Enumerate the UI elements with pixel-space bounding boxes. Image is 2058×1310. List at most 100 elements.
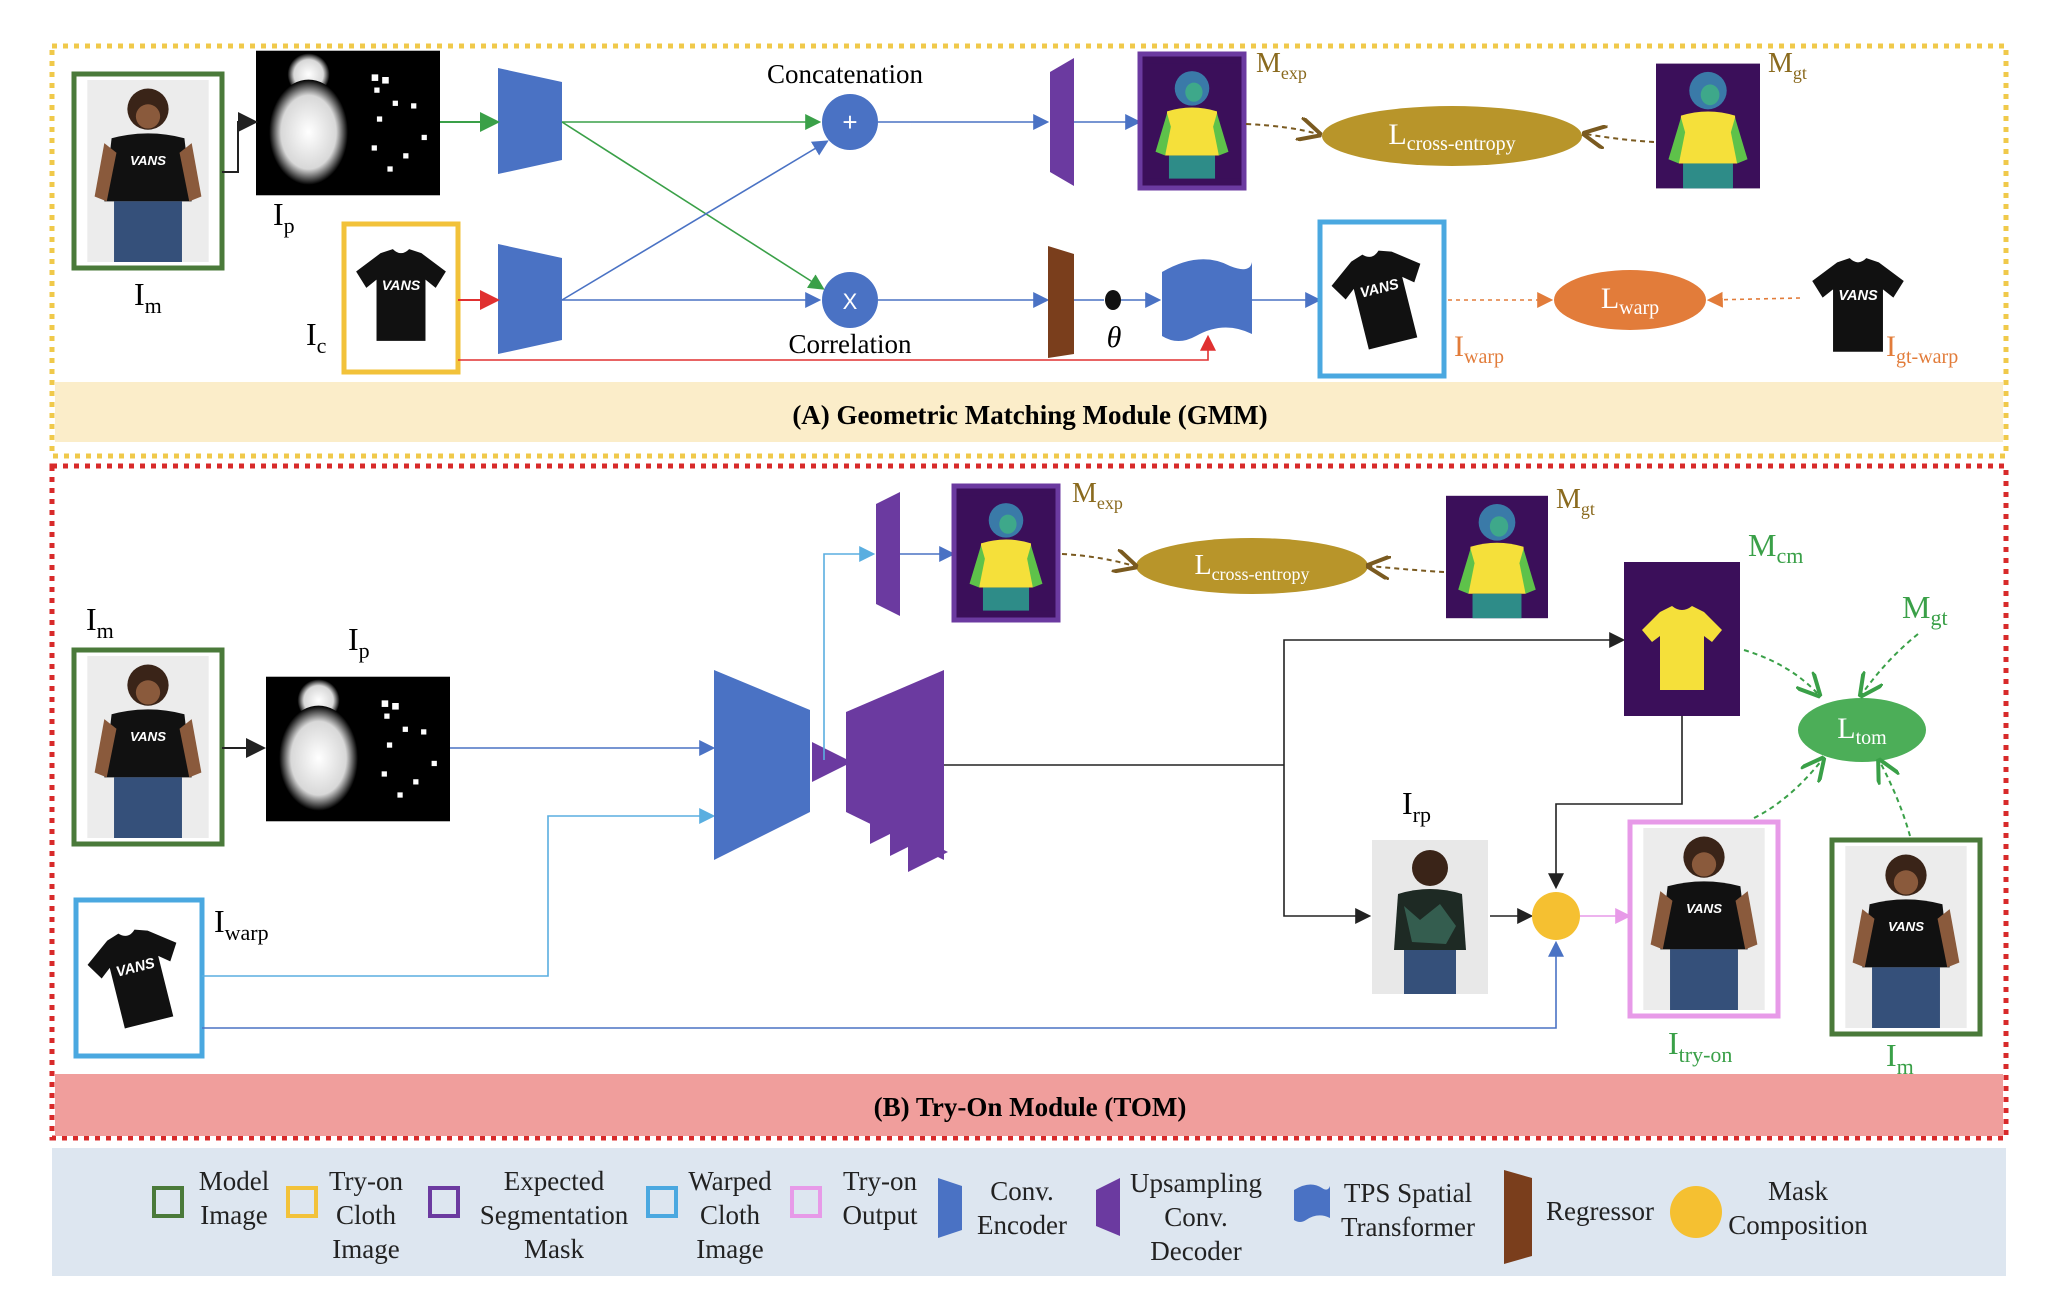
- tom-arrow-mcm-to-ltom: [1743, 649, 1818, 694]
- legend-regressor-label: Regressor: [1546, 1196, 1654, 1226]
- tom-irp-pattern: [1404, 904, 1456, 944]
- tom-mexp-mask: [958, 495, 1054, 611]
- gmm-lce-label: Lcross-entropy: [1388, 118, 1515, 155]
- tom-im-label: Im: [86, 601, 114, 643]
- legend-tps-swatch: [1294, 1184, 1330, 1222]
- legend-encoder-swatch: [938, 1178, 962, 1238]
- tom-ip-label: Ip: [348, 621, 370, 663]
- tom-arrow-tryon-to-ltom: [1753, 760, 1822, 819]
- tom-im2-image: [1845, 846, 1967, 1028]
- tom-irp-jeans: [1404, 950, 1456, 994]
- tom-mgt-mask: [1446, 495, 1548, 619]
- tom-mgt2-label: Mgt: [1902, 589, 1948, 630]
- tom-tryon-image: [1643, 828, 1765, 1010]
- tom-arrow-mexp-to-lce: [1061, 554, 1134, 566]
- gmm-concat-label: Concatenation: [767, 59, 923, 89]
- gmm-encoder-bottom: [498, 244, 562, 354]
- gmm-pose-map: [256, 50, 440, 196]
- tom-decoder: [846, 670, 944, 860]
- gmm-corr-node: [822, 272, 878, 328]
- legend-decoder-swatch: [1096, 1178, 1120, 1236]
- legend-encoder-label: Conv.Encoder: [977, 1176, 1067, 1240]
- tom-arrow-decoder-to-irp: [1283, 765, 1372, 924]
- tom-encoder: [714, 670, 810, 860]
- tom-im2-label: Im: [1886, 1037, 1914, 1079]
- gmm-model-image: [87, 80, 209, 262]
- gmm-border: [49, 43, 2009, 459]
- gmm-arrow-igtwarp-to-lwarp: [1706, 291, 1801, 308]
- gmm-arrow-bottom-to-concat: [561, 140, 829, 301]
- gmm-encoder-top: [498, 68, 562, 174]
- tom-mcm-label: Mcm: [1748, 527, 1803, 568]
- gmm-title-band: [55, 382, 2003, 442]
- gmm-concat-node: [822, 94, 878, 150]
- tom-mexp-label: Mexp: [1072, 478, 1123, 513]
- gmm-mgt-mask: [1656, 63, 1760, 189]
- gmm-theta-node: [1105, 290, 1121, 310]
- legend-model-swatch: [152, 1186, 184, 1218]
- tom-lce-label: Lcross-entropy: [1194, 550, 1309, 584]
- gmm-theta-label: θ: [1107, 321, 1122, 354]
- gmm-ip-label: Ip: [273, 196, 295, 238]
- legend-mask-comp-swatch: [1670, 1186, 1722, 1238]
- gmm-corr-symbol: X: [843, 289, 858, 314]
- tom-arrow-mcm-to-mask-comp: [1548, 716, 1683, 890]
- tom-seg-decoder: [876, 492, 900, 616]
- gmm-regressor: [1048, 246, 1074, 358]
- tom-arrow-iwarp-to-mask-comp: [202, 940, 1564, 1029]
- tom-border: [49, 463, 2009, 1141]
- tom-arrow-im-to-ltom: [1880, 762, 1911, 837]
- gmm-arrow-mgt-to-lce: [1586, 134, 1655, 142]
- tom-loss: [1798, 698, 1926, 762]
- gmm-arrow-im-to-ip: [222, 112, 258, 173]
- tom-arrow-mgt-to-lce: [1370, 566, 1445, 572]
- tom-cross-entropy-loss: [1136, 538, 1368, 594]
- tom-arrow-encoder-to-seg-decoder: [823, 546, 876, 760]
- gmm-im-label: Im: [134, 276, 162, 318]
- legend-seg-swatch: [428, 1186, 460, 1218]
- gmm-lwarp-label: Lwarp: [1601, 282, 1659, 319]
- gmm-concat-symbol: +: [842, 107, 857, 137]
- gmm-igtwarp-label: Igt-warp: [1886, 330, 1958, 368]
- gmm-mexp-mask: [1144, 63, 1240, 179]
- gmm-arrow-ic-to-tps: [458, 334, 1216, 361]
- tom-arrow-mgt-to-ltom: [1862, 633, 1919, 694]
- gmm-corr-label: Correlation: [789, 329, 912, 359]
- gmm-arrow-mexp-to-lce: [1245, 124, 1318, 134]
- gmm-warp-loss: [1554, 270, 1706, 330]
- gmm-iwarp-label: Iwarp: [1454, 330, 1504, 368]
- tom-ltom-label: Ltom: [1837, 712, 1887, 749]
- gmm-mexp-label: Mexp: [1256, 48, 1307, 83]
- gmm-ic-label: Ic: [306, 316, 327, 358]
- tom-irp-label: Irp: [1402, 785, 1431, 827]
- tom-title-band: [55, 1074, 2003, 1136]
- tom-itryon-label: Itry-on: [1668, 1025, 1732, 1067]
- gmm-decoder: [1050, 58, 1074, 186]
- gmm-arrow-top-to-corr: [561, 121, 825, 290]
- tom-mcm-shirt-shape: [1642, 606, 1722, 690]
- tom-arrow-decoder-to-mcm: [1283, 632, 1626, 765]
- legend-cloth-swatch: [286, 1186, 318, 1218]
- tom-model-image: [87, 656, 209, 838]
- gmm-tps-transformer: [1162, 259, 1252, 341]
- tom-title: (B) Try-On Module (TOM): [874, 1092, 1187, 1122]
- tom-pose-map: [266, 676, 450, 822]
- legend-tryon-swatch: [790, 1186, 822, 1218]
- gmm-mgt-label: Mgt: [1768, 48, 1807, 83]
- legend-warp-swatch: [646, 1186, 678, 1218]
- gmm-title: (A) Geometric Matching Module (GMM): [792, 400, 1267, 430]
- tom-mgt-label: Mgt: [1556, 484, 1595, 519]
- tom-mask-composition-node: [1532, 892, 1580, 940]
- tom-irp-head: [1412, 850, 1448, 886]
- tom-arrow-iwarp-to-encoder: [202, 808, 716, 977]
- tom-iwarp-label: Iwarp: [214, 903, 269, 945]
